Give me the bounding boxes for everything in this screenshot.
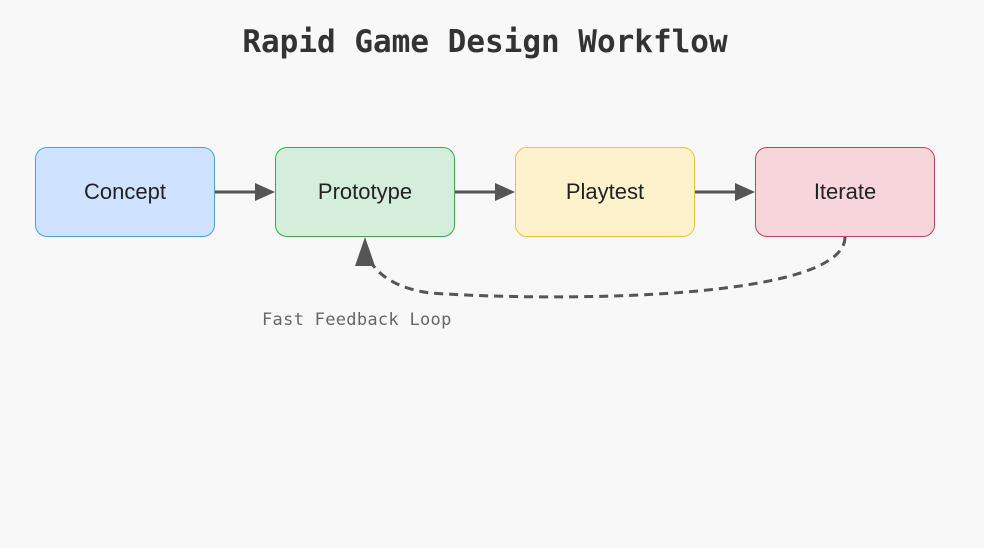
node-concept-label: Concept bbox=[84, 179, 166, 204]
node-concept: Concept bbox=[35, 147, 215, 237]
feedback-loop-label: Fast Feedback Loop bbox=[262, 310, 452, 330]
node-prototype: Prototype bbox=[275, 147, 455, 237]
node-playtest-label: Playtest bbox=[565, 179, 645, 204]
node-iterate: Iterate bbox=[755, 147, 935, 237]
node-prototype-label: Prototype bbox=[317, 179, 413, 204]
node-playtest: Playtest bbox=[515, 147, 695, 237]
arrow-prototype-to-playtest bbox=[455, 183, 515, 201]
arrow-feedback-loop bbox=[355, 236, 847, 299]
arrow-concept-to-prototype bbox=[215, 183, 275, 201]
diagram-title: Rapid Game Design Workflow bbox=[242, 24, 728, 60]
node-iterate-label: Iterate bbox=[813, 179, 877, 204]
arrow-playtest-to-iterate bbox=[695, 183, 755, 201]
